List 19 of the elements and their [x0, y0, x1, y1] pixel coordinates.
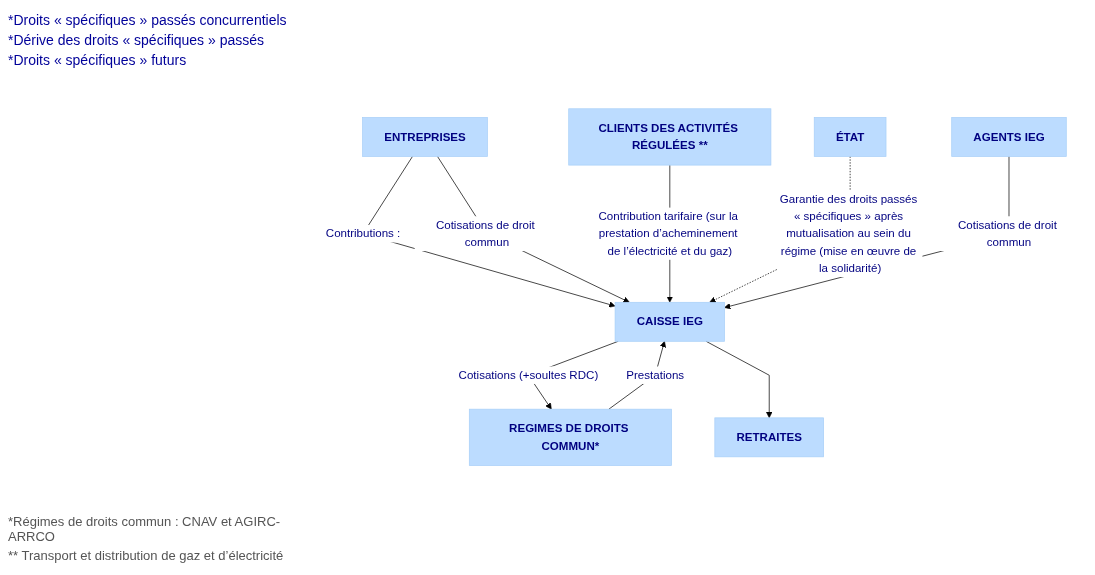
footnote: ** Transport et distribution de gaz et d’électricité: [8, 548, 285, 563]
contribution-item: *Droits « spécifiques » passés concurrentiels: [8, 12, 288, 28]
node-box: CLIENTS DES ACTIVITÉS RÉGULÉES **: [568, 108, 772, 166]
edge-label: Cotisations de droit commun: [957, 218, 1057, 249]
edge-label: Cotisations de droit commun: [435, 218, 535, 249]
node-box: REGIMES DE DROITS COMMUN*: [468, 409, 672, 467]
contribution-item: *Droits « spécifiques » futurs: [8, 52, 188, 68]
contribution-item: *Dérive des droits « spécifiques » passés: [8, 32, 266, 48]
node-box: RETRAITES: [714, 417, 824, 458]
edge-label: Contribution tarifaire (sur la prestation d’acheminement de l’électricité et du gaz): [598, 210, 738, 258]
edge-label: Garantie des droits passés « spécifiques » après mutualisation au sein du régime (mise en œuvre de la solidarité): [779, 192, 918, 275]
node-box: ÉTAT: [813, 117, 887, 158]
edge-label: Cotisations (+soultes RDC): [458, 369, 599, 382]
node-box: AGENTS IEG: [951, 117, 1067, 158]
edge-label: Prestations: [626, 369, 685, 382]
node-box: ENTREPRISES: [362, 117, 488, 158]
edge-label: Contributions :: [325, 227, 401, 240]
footnote: *Régimes de droits commun : CNAV et AGIRC-ARRCO: [8, 514, 282, 544]
node-box: CAISSE IEG: [614, 302, 725, 343]
